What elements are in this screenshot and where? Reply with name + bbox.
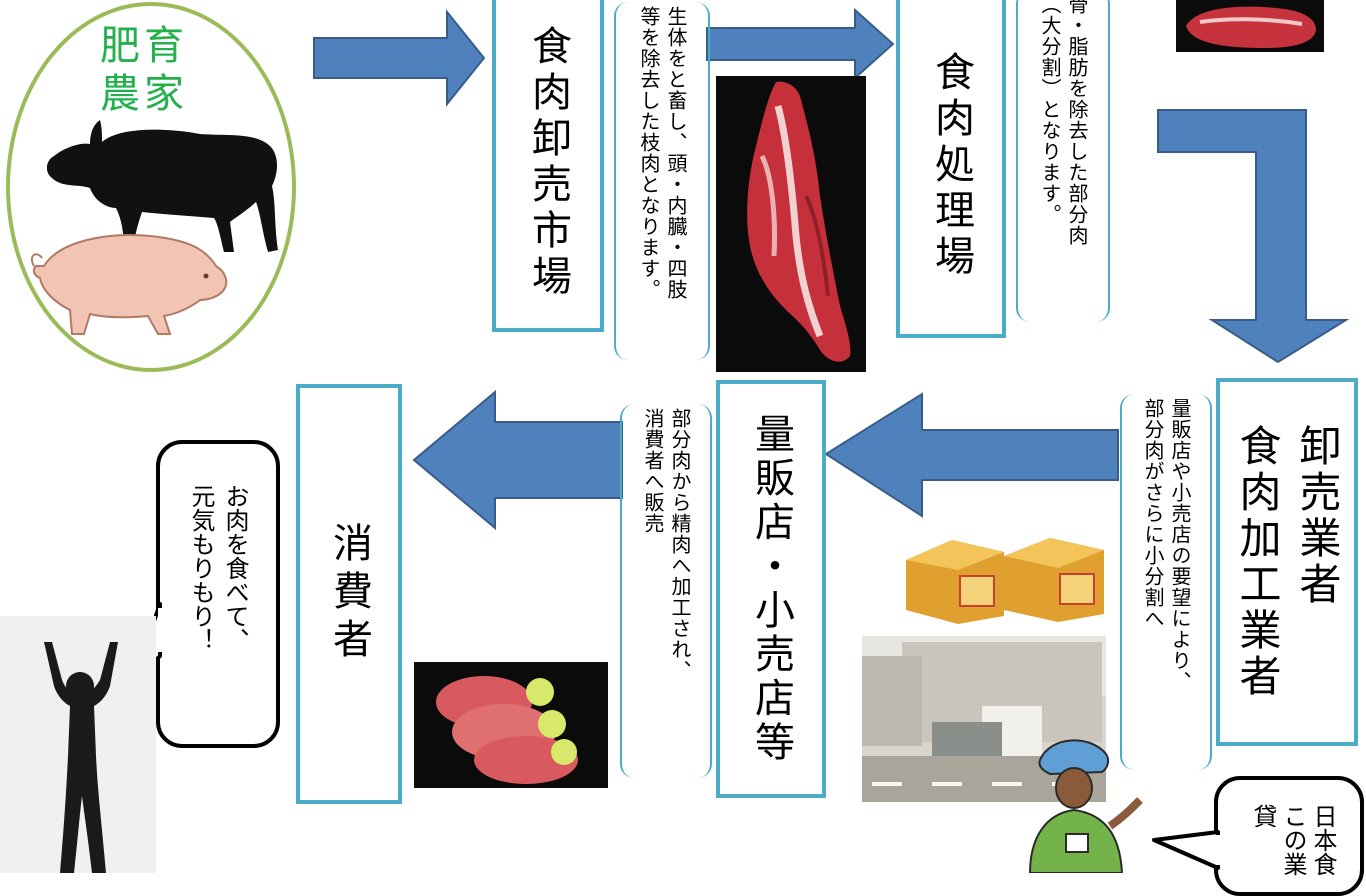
- arrow-retail-to-consumer: [412, 389, 623, 531]
- farm-title: 肥育農家: [100, 23, 188, 117]
- guide-speech-text: 日本食この業貸: [1249, 804, 1337, 876]
- note-market-text: 生体をと畜し、頭・内臓・四肢等を除去した枝肉となります。: [637, 6, 688, 300]
- note-processing-text: 骨・脂肪を除去した部分肉（大分割）となります。: [1038, 0, 1089, 246]
- note-market: 生体をと畜し、頭・内臓・四肢等を除去した枝肉となります。: [614, 2, 710, 360]
- cow-image: [46, 120, 279, 252]
- note-wholesaler: 量販店や小売店の要望により、部分肉がさらに小分割へ: [1120, 394, 1212, 770]
- step-label-retail: 量販店・小売店等: [748, 413, 794, 765]
- consumer-speech-bubble: お肉を食べて、元気もりもり！: [156, 440, 280, 748]
- facility-image: [862, 636, 1106, 802]
- consumer-speech-text: お肉を食べて、元気もりもり！: [187, 484, 249, 652]
- pig-image: [30, 234, 228, 335]
- primal-cut-image: [1186, 6, 1316, 48]
- person-silhouette-image: [44, 642, 118, 873]
- person-silhouette-photo: [0, 616, 156, 873]
- arrow-wholesaler-to-retail: [824, 392, 1119, 518]
- guide-speech-bubble: 日本食この業貸: [1214, 776, 1364, 896]
- carcass-image: [747, 81, 851, 362]
- note-wholesaler-text: 量販店や小売店の要望により、部分肉がさらに小分割へ: [1141, 398, 1192, 692]
- step-label-market: 食肉卸売市場: [525, 25, 571, 301]
- steak-image: [436, 676, 578, 784]
- arrow-market-to-processing: [706, 8, 895, 80]
- arrow-processing-to-wholesaler: [1157, 109, 1350, 364]
- arrow-farm-to-market: [313, 9, 486, 107]
- carcass-photo: [716, 76, 866, 372]
- note-retail: 部分肉から精肉へ加工され、消費者へ販売: [620, 404, 712, 778]
- boxes-image: [906, 538, 1104, 624]
- step-box-retail: 量販店・小売店等: [716, 380, 826, 798]
- steak-photo: [414, 662, 608, 788]
- note-processing: 骨・脂肪を除去した部分肉（大分割）となります。: [1016, 0, 1110, 322]
- step-box-market: 食肉卸売市場: [492, 0, 604, 332]
- step-box-processing: 食肉処理場: [896, 0, 1006, 338]
- primal-cut-photo: [1176, 0, 1324, 52]
- step-box-consumer: 消費者: [296, 384, 402, 804]
- boxes-photo: [900, 520, 1108, 624]
- guide-person-image: [1028, 739, 1143, 873]
- step-label-processing: 食肉処理場: [928, 51, 974, 281]
- step-box-wholesaler: 卸売業者食肉加工業者: [1216, 378, 1358, 746]
- guide-bubble-tail: [1152, 830, 1222, 870]
- step-label-consumer: 消費者: [326, 522, 372, 666]
- note-retail-text: 部分肉から精肉へ加工され、消費者へ販売: [641, 408, 692, 681]
- step-label-wholesaler: 卸売業者食肉加工業者: [1233, 424, 1342, 700]
